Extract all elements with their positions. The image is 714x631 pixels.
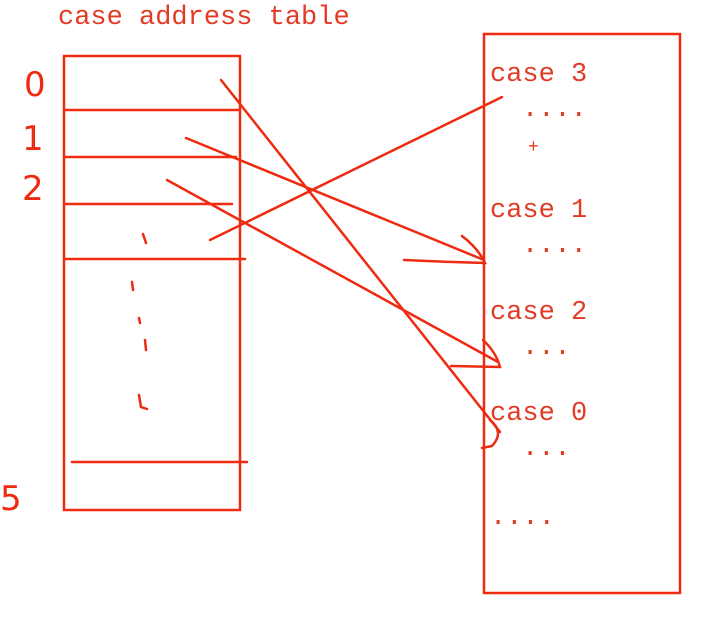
case-label: case 2 (490, 298, 587, 328)
title: case address table (58, 3, 350, 33)
case-body: .... (522, 95, 587, 125)
plus-mark: + (528, 138, 539, 158)
case-label: case 1 (490, 196, 587, 226)
arrow-1-to-case-1 (184, 136, 487, 265)
ellipsis-marks (130, 232, 149, 411)
address-table (62, 54, 242, 512)
case-body: ... (522, 333, 571, 363)
case-label: case 0 (490, 399, 587, 429)
case-body: ... (522, 434, 571, 464)
case-label: case 3 (490, 60, 587, 90)
index-label: 0 (24, 65, 46, 105)
case-body: .... (522, 231, 587, 261)
index-label: 1 (22, 119, 44, 159)
arrow-0-to-case-0 (219, 78, 502, 450)
index-label: 5 (0, 479, 22, 519)
index-label: 2 (22, 169, 44, 209)
arrow-2-to-case-2 (165, 178, 502, 369)
trailing-ellipsis: .... (490, 503, 555, 533)
arrow-3-to-case-3 (208, 95, 504, 242)
code-block (482, 32, 682, 595)
